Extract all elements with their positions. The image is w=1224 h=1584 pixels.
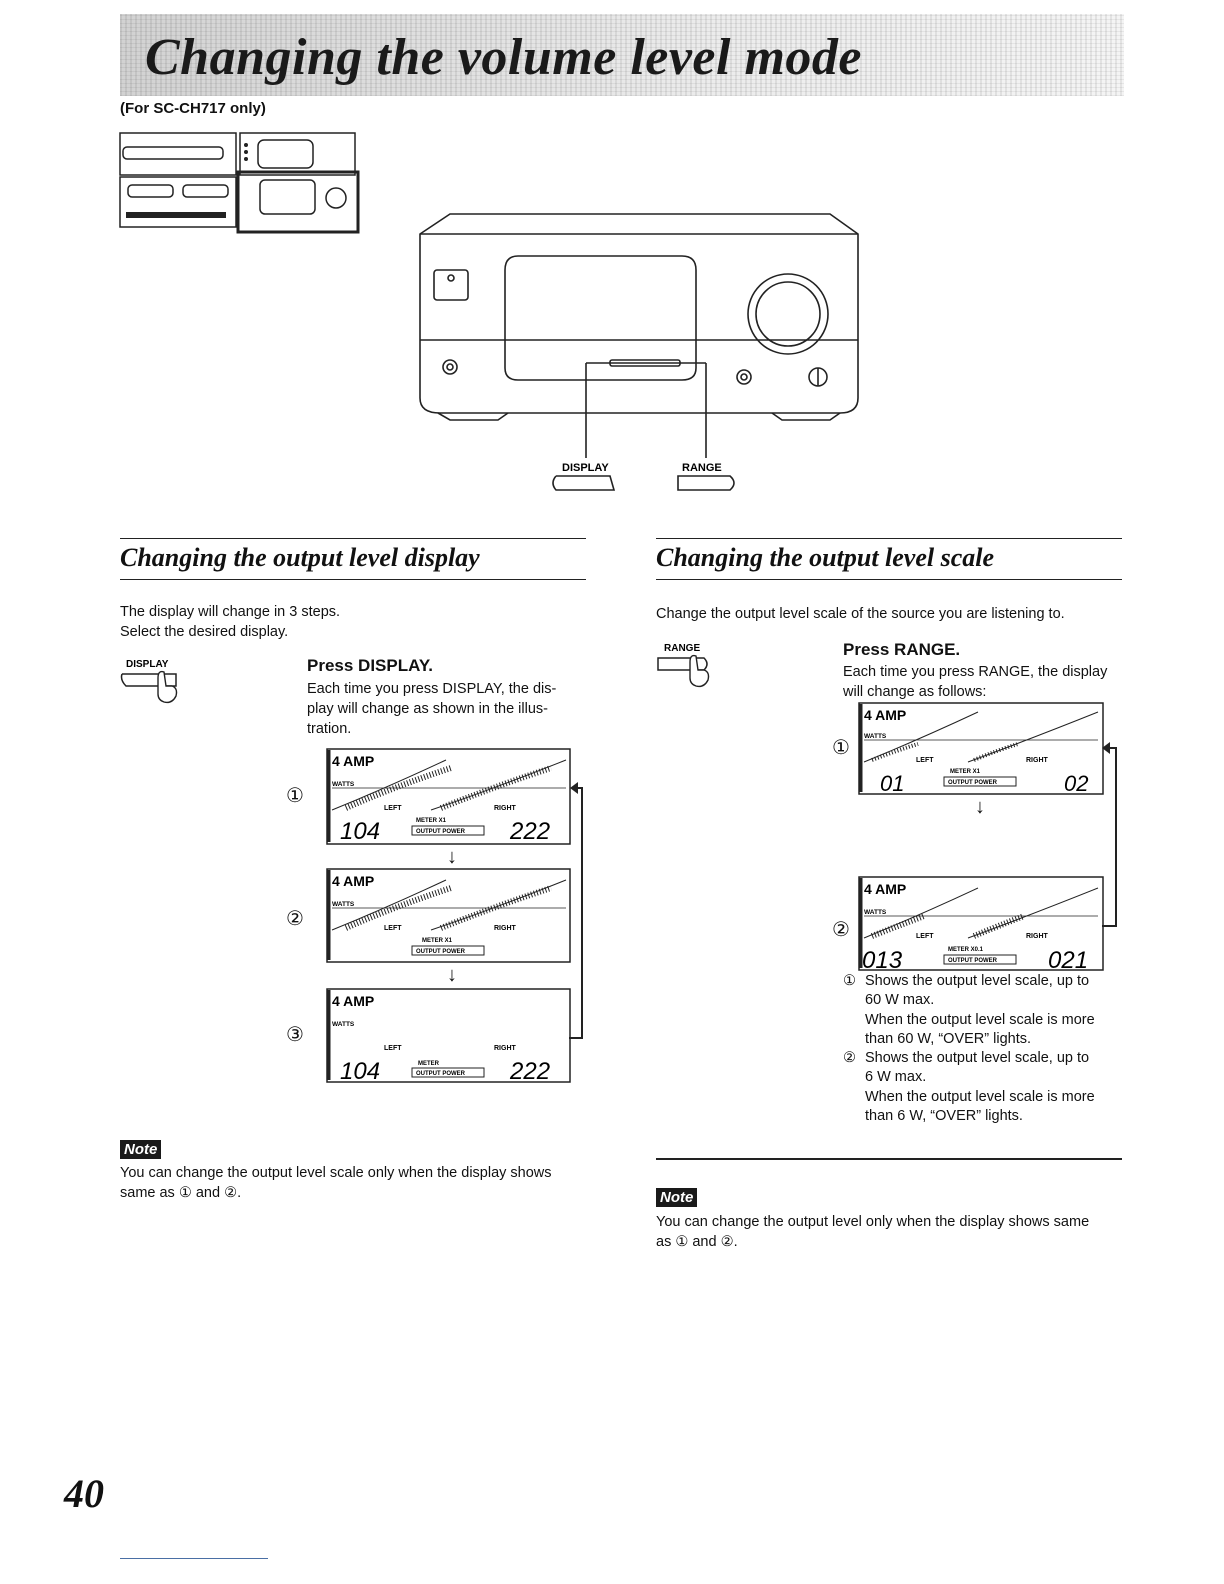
right-marker-2: ② bbox=[832, 917, 850, 941]
svg-text:WATTS: WATTS bbox=[332, 781, 355, 788]
svg-text:WATTS: WATTS bbox=[864, 909, 887, 916]
right-intro: Change the output level scale of the sou… bbox=[656, 606, 1065, 622]
explain-1-line-2: 60 W max. bbox=[865, 992, 935, 1008]
right-note-line-1: You can change the output level only whe… bbox=[656, 1214, 1090, 1230]
model-note: (For SC-CH717 only) bbox=[120, 100, 266, 117]
left-intro-2: Select the desired display. bbox=[120, 624, 289, 640]
svg-text:METER X0.1: METER X0.1 bbox=[948, 947, 984, 953]
left-marker-2: ② bbox=[286, 906, 304, 930]
svg-text:222: 222 bbox=[509, 818, 550, 845]
left-intro-1: The display will change in 3 steps. bbox=[120, 604, 341, 620]
amplifier-unit-illustration: DISPLAY RANGE bbox=[419, 213, 859, 491]
right-step-title: Press RANGE. bbox=[843, 640, 961, 659]
svg-text:LEFT: LEFT bbox=[384, 1045, 402, 1052]
page-title: Changing the volume level mode bbox=[145, 29, 862, 86]
right-divider bbox=[656, 1158, 1122, 1160]
lcd-panel-range-2: 4 AMP WATTS LEFT RIGHT METER X0.1 OUTPUT… bbox=[858, 876, 1104, 972]
svg-text:104: 104 bbox=[340, 818, 380, 845]
left-marker-1: ① bbox=[286, 783, 304, 807]
svg-text:OUTPUT POWER: OUTPUT POWER bbox=[948, 958, 998, 964]
svg-text:WATTS: WATTS bbox=[332, 901, 355, 908]
left-step-text-2: play will change as shown in the illus- bbox=[307, 701, 548, 717]
svg-text:222: 222 bbox=[509, 1058, 550, 1084]
svg-text:013: 013 bbox=[862, 947, 903, 972]
svg-text:LEFT: LEFT bbox=[384, 805, 402, 812]
svg-text:104: 104 bbox=[340, 1058, 380, 1084]
footer-rule bbox=[120, 1558, 268, 1559]
left-arrow-1: ↓ bbox=[447, 846, 457, 868]
lcd-panel-display-1: 4 AMP WATTS LEFT RIGHT METER X1 OUTPUT P… bbox=[326, 748, 571, 845]
explain-1-line-4: than 60 W, “OVER” lights. bbox=[865, 1031, 1032, 1047]
explain-2-line-2: 6 W max. bbox=[865, 1069, 927, 1085]
svg-text:OUTPUT POWER: OUTPUT POWER bbox=[948, 780, 998, 786]
svg-text:LEFT: LEFT bbox=[916, 933, 934, 940]
left-cycle-bracket bbox=[569, 782, 583, 1039]
svg-text:DISPLAY: DISPLAY bbox=[126, 659, 169, 670]
left-arrow-2: ↓ bbox=[447, 964, 457, 986]
svg-text:METER: METER bbox=[418, 1061, 440, 1067]
svg-text:RIGHT: RIGHT bbox=[494, 805, 517, 812]
svg-text:4 AMP: 4 AMP bbox=[332, 873, 374, 889]
right-cycle-bracket bbox=[1102, 742, 1117, 927]
svg-text:021: 021 bbox=[1048, 947, 1088, 972]
svg-text:METER X1: METER X1 bbox=[422, 938, 453, 944]
right-arrow-1: ↓ bbox=[975, 796, 985, 818]
explain-1-marker: ① bbox=[843, 973, 856, 989]
lcd-panel-display-2: 4 AMP WATTS LEFT RIGHT METER X1 OUTPUT P… bbox=[326, 868, 571, 963]
section-heading-display: Changing the output level display bbox=[120, 538, 586, 580]
svg-text:OUTPUT POWER: OUTPUT POWER bbox=[416, 829, 466, 835]
svg-text:4 AMP: 4 AMP bbox=[332, 993, 374, 1009]
svg-text:4 AMP: 4 AMP bbox=[864, 707, 906, 723]
explain-2-line-3: When the output level scale is more bbox=[865, 1089, 1095, 1105]
svg-text:OUTPUT POWER: OUTPUT POWER bbox=[416, 1071, 466, 1077]
explain-1-line-1: Shows the output level scale, up to bbox=[865, 973, 1090, 989]
explain-2-marker: ② bbox=[843, 1050, 856, 1066]
explain-2-line-1: Shows the output level scale, up to bbox=[865, 1050, 1090, 1066]
right-marker-1: ① bbox=[832, 735, 850, 759]
unit-range-label: RANGE bbox=[682, 462, 722, 474]
right-step-text-2: will change as follows: bbox=[843, 684, 987, 700]
svg-text:4 AMP: 4 AMP bbox=[864, 881, 906, 897]
svg-text:RIGHT: RIGHT bbox=[494, 925, 517, 932]
svg-text:RIGHT: RIGHT bbox=[1026, 933, 1049, 940]
svg-text:WATTS: WATTS bbox=[332, 1021, 355, 1028]
right-step-text-1: Each time you press RANGE, the display bbox=[843, 664, 1108, 680]
svg-text:01: 01 bbox=[880, 771, 904, 796]
lcd-panel-display-3: 4 AMP WATTS LEFT RIGHT METER OUTPUT POWE… bbox=[326, 988, 571, 1084]
svg-text:LEFT: LEFT bbox=[916, 757, 934, 764]
svg-text:RANGE: RANGE bbox=[664, 643, 700, 654]
left-step-text-1: Each time you press DISPLAY, the dis- bbox=[307, 681, 557, 697]
explain-2-line-4: than 6 W, “OVER” lights. bbox=[865, 1108, 1023, 1124]
right-note-badge: Note bbox=[656, 1188, 698, 1207]
right-note-line-2: as ① and ②. bbox=[656, 1234, 738, 1250]
svg-text:WATTS: WATTS bbox=[864, 733, 887, 740]
svg-text:4 AMP: 4 AMP bbox=[332, 753, 374, 769]
explain-1-line-3: When the output level scale is more bbox=[865, 1012, 1095, 1028]
left-note-line-2: same as ① and ②. bbox=[120, 1185, 242, 1201]
svg-text:OUTPUT POWER: OUTPUT POWER bbox=[416, 949, 466, 955]
left-step-text-3: tration. bbox=[307, 721, 352, 737]
left-step-title: Press DISPLAY. bbox=[307, 656, 433, 675]
svg-text:RIGHT: RIGHT bbox=[494, 1045, 517, 1052]
unit-display-label: DISPLAY bbox=[562, 462, 609, 474]
range-press-icon: RANGE bbox=[657, 643, 710, 688]
svg-text:LEFT: LEFT bbox=[384, 925, 402, 932]
title-banner bbox=[120, 14, 1124, 96]
svg-text:METER X1: METER X1 bbox=[416, 818, 447, 824]
left-note-badge: Note bbox=[120, 1140, 162, 1159]
page-number: 40 bbox=[64, 1471, 104, 1516]
svg-text:02: 02 bbox=[1064, 771, 1088, 796]
svg-text:METER X1: METER X1 bbox=[950, 769, 981, 775]
left-marker-3: ③ bbox=[286, 1022, 304, 1046]
display-press-icon: DISPLAY bbox=[120, 659, 178, 704]
lcd-panel-range-1: 4 AMP WATTS LEFT RIGHT METER X1 OUTPUT P… bbox=[858, 702, 1104, 796]
section-heading-scale: Changing the output level scale bbox=[656, 538, 1122, 580]
left-note-line-1: You can change the output level scale on… bbox=[120, 1165, 552, 1181]
system-thumbnail bbox=[119, 132, 360, 234]
svg-text:RIGHT: RIGHT bbox=[1026, 757, 1049, 764]
